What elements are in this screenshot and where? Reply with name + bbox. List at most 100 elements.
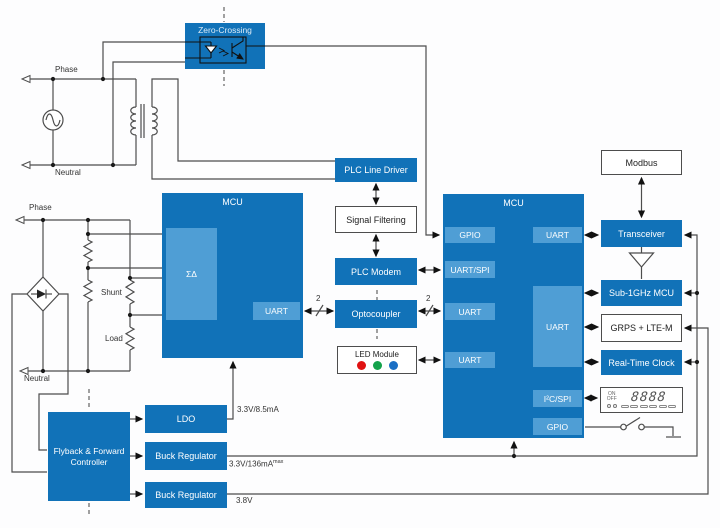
app-mcu-uart-spi: UART/SPI — [445, 261, 495, 278]
rail-buck2-label: 3.8V — [236, 496, 253, 505]
block-plc-line-driver: PLC Line Driver — [335, 158, 417, 182]
metrology-uart-block: UART — [253, 302, 300, 320]
modbus-label: Modbus — [625, 157, 658, 168]
metrology-uart-label: UART — [265, 306, 288, 316]
signal-filtering-label: Signal Filtering — [346, 214, 406, 225]
ac-source-icon — [45, 113, 61, 127]
antenna-icon — [628, 252, 655, 268]
rail-ldo-label: 3.3V/8.5mA — [237, 405, 279, 414]
led-green — [372, 361, 382, 370]
plc-line-driver-label: PLC Line Driver — [344, 165, 408, 175]
block-plc-modem: PLC Modem — [335, 258, 417, 285]
bus-width-right: 2 — [426, 294, 431, 303]
sigma-delta-block: ΣΔ — [166, 228, 217, 320]
gprs-lte-label: GRPS + LTE-M — [610, 323, 673, 333]
uart-right-top-label: UART — [546, 230, 569, 240]
phase-top-label: Phase — [55, 65, 78, 74]
rtc-label: Real-Time Clock — [608, 357, 675, 368]
afe-wiring — [11, 219, 166, 473]
block-ldo: LDO — [145, 405, 227, 433]
off-label: OFF — [606, 396, 617, 402]
block-gprs-lte: GRPS + LTE-M — [601, 314, 682, 342]
app-mcu-uart-right-main: UART — [533, 286, 582, 367]
block-sub-1ghz-mcu: Sub-1GHz MCU — [601, 280, 682, 306]
block-rtc: Real-Time Clock — [601, 350, 682, 375]
phase-mid-label: Phase — [29, 203, 52, 212]
app-mcu-uart-left-mid: UART — [445, 303, 495, 320]
optocoupler-icon — [185, 36, 265, 64]
display-digits: 8888 — [630, 389, 667, 405]
block-signal-filtering: Signal Filtering — [335, 206, 417, 233]
led-red — [356, 361, 366, 370]
rail-buck1-sup: max — [273, 459, 284, 465]
i2c-spi-label: I²C/SPI — [543, 393, 572, 404]
shunt-resistor-icon — [124, 279, 136, 305]
uart-left-mid-label: UART — [458, 306, 482, 317]
mains-wiring — [30, 41, 441, 239]
bus-slash-left — [315, 304, 324, 317]
rail-buck1-label: 3.3V/136mAmax — [229, 459, 284, 469]
gpio-right-label: GPIO — [546, 421, 569, 432]
block-flyback-controller: Flyback & Forward Controller — [48, 412, 130, 501]
plc-column-wiring — [303, 182, 442, 364]
indicator-2 — [612, 404, 617, 408]
load-resistor-icon — [124, 326, 136, 351]
app-mcu-title: MCU — [503, 198, 524, 208]
terminal-arrows-mid — [14, 215, 29, 376]
bus-width-left: 2 — [316, 294, 321, 303]
switch-icon — [626, 416, 641, 427]
metrology-mcu-title: MCU — [222, 197, 243, 207]
neutral-mid-label: Neutral — [24, 374, 50, 383]
uart-left-bottom-label: UART — [458, 355, 482, 365]
on-label: ON — [608, 391, 616, 397]
indicator-1 — [606, 404, 611, 408]
block-app-mcu: MCU GPIO UART/SPI UART UART UART UART I²… — [443, 194, 584, 438]
app-mcu-uart-right-top: UART — [533, 227, 582, 243]
neutral-top-label: Neutral — [55, 168, 81, 177]
zero-crossing-label: Zero-Crossing — [198, 25, 252, 35]
gpio-left-label: GPIO — [459, 230, 481, 240]
terminal-arrows-top — [20, 74, 31, 170]
resistor-icon — [82, 239, 94, 263]
app-mcu-i2c-spi: I²C/SPI — [533, 390, 582, 407]
block-display-unit: ON OFF 8888 — [600, 387, 683, 413]
block-optocoupler: Optocoupler — [335, 300, 417, 328]
power-rails — [130, 231, 709, 498]
block-buck-regulator-1: Buck Regulator — [145, 442, 227, 470]
display-segments — [620, 404, 677, 409]
transformer-icon — [130, 79, 158, 165]
flyback-label-1: Flyback & Forward — [53, 445, 125, 456]
block-modbus: Modbus — [601, 150, 682, 175]
sigma-delta-label: ΣΔ — [186, 269, 197, 279]
plc-modem-label: PLC Modem — [350, 266, 402, 277]
app-mcu-gpio-left: GPIO — [445, 227, 495, 243]
sub-1ghz-label: Sub-1GHz MCU — [608, 288, 674, 298]
resistor-icon — [82, 279, 94, 303]
optocoupler-label: Optocoupler — [351, 309, 401, 319]
block-transceiver: Transceiver — [601, 220, 682, 247]
block-zero-crossing: Zero-Crossing — [185, 23, 265, 69]
block-led-module: LED Module — [337, 346, 417, 374]
ldo-label: LDO — [176, 414, 196, 424]
block-metrology-mcu: MCU ΣΔ UART — [162, 193, 303, 358]
junction-dots — [40, 76, 700, 459]
seven-segment-display: 8888 — [620, 389, 677, 409]
app-mcu-gpio-right: GPIO — [533, 418, 582, 435]
uart-right-main-label: UART — [546, 321, 569, 332]
load-label: Load — [105, 334, 123, 343]
flyback-label-2: Controller — [70, 456, 108, 467]
led-indicators — [356, 361, 398, 370]
app-mcu-uart-left-bottom: UART — [445, 352, 495, 368]
uart-spi-label: UART/SPI — [450, 264, 490, 275]
buck1-label: Buck Regulator — [155, 451, 217, 461]
shunt-label: Shunt — [101, 288, 122, 297]
led-blue — [388, 361, 398, 370]
display-onoff: ON OFF — [606, 391, 617, 408]
comms-wiring — [583, 176, 681, 438]
block-buck-regulator-2: Buck Regulator — [145, 482, 227, 508]
led-module-label: LED Module — [354, 350, 400, 359]
transceiver-label: Transceiver — [618, 228, 665, 239]
bus-slash-right — [425, 304, 434, 317]
